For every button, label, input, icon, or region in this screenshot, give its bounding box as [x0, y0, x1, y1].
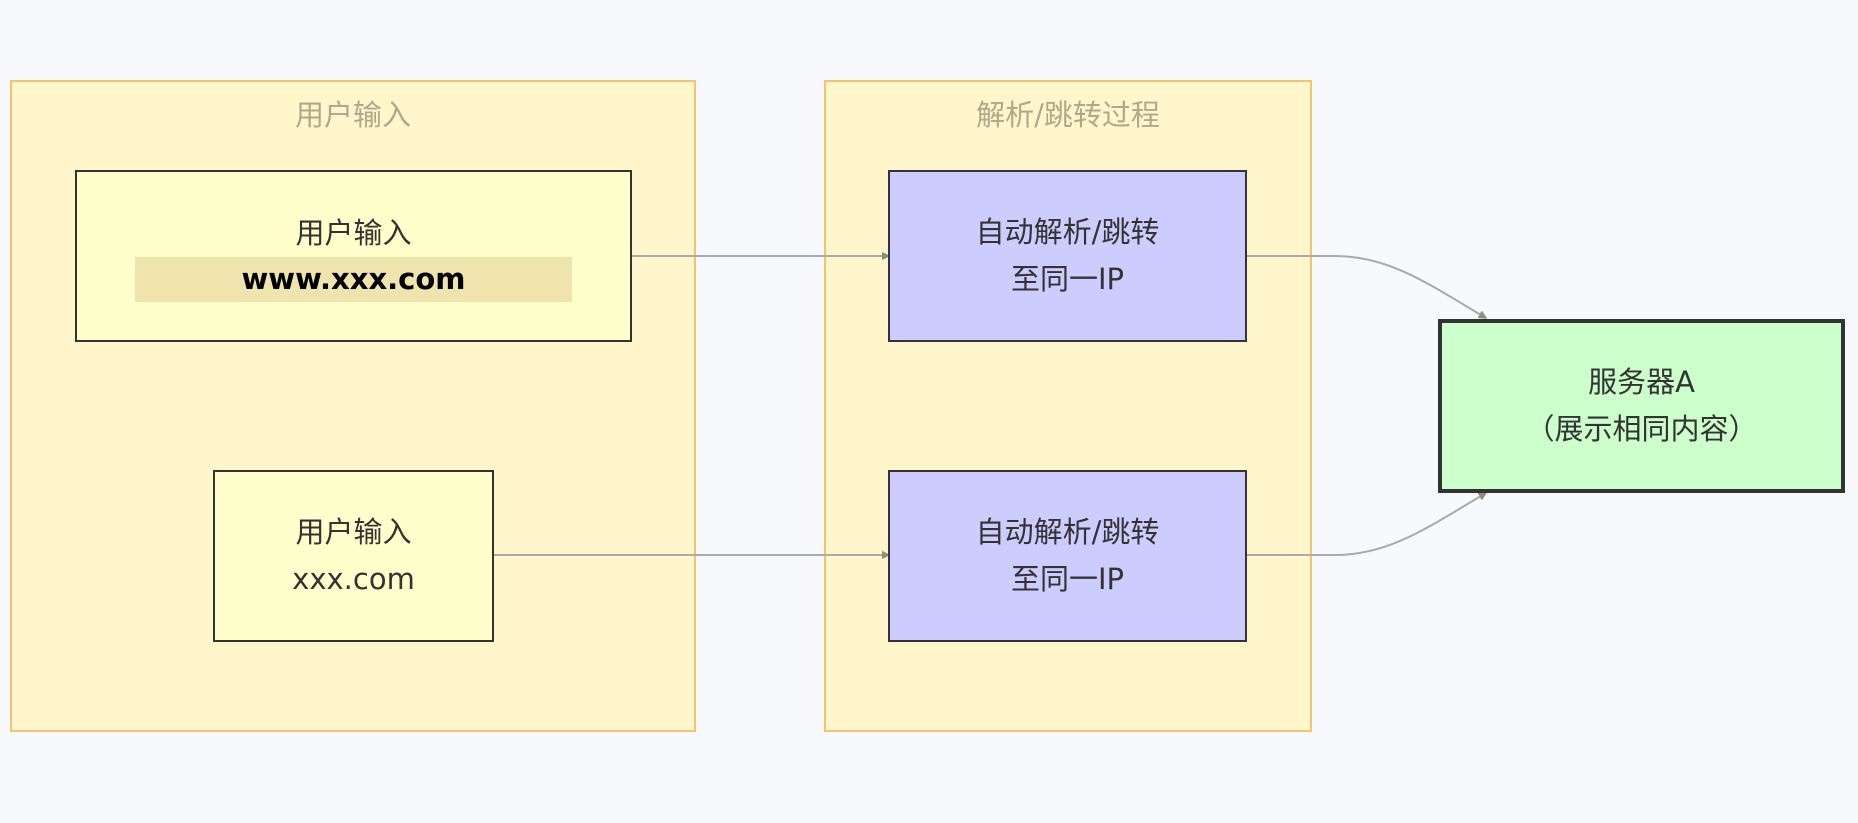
node-label: 服务器A	[1588, 365, 1695, 399]
node-url-highlight: www.xxx.com	[135, 257, 572, 302]
node-label: 至同一IP	[1010, 262, 1125, 296]
node-input-www: 用户输入 www.xxx.com	[75, 170, 632, 342]
node-label: 自动解析/跳转	[975, 515, 1160, 549]
node-input-bare: 用户输入 xxx.com	[213, 470, 494, 642]
cluster-title: 用户输入	[294, 98, 411, 132]
cluster-title: 解析/跳转过程	[976, 98, 1160, 132]
node-label: 用户输入	[295, 515, 412, 549]
node-resolve-2: 自动解析/跳转 至同一IP	[888, 470, 1247, 642]
node-label: 自动解析/跳转	[975, 215, 1160, 249]
edge-resolve-1-to-server	[1247, 255, 1486, 319]
node-label: 至同一IP	[1010, 562, 1125, 596]
node-label: 用户输入	[295, 216, 412, 250]
node-resolve-1: 自动解析/跳转 至同一IP	[888, 170, 1247, 342]
edge-resolve-2-to-server	[1247, 492, 1486, 556]
node-label: （展示相同内容）	[1525, 412, 1758, 446]
node-url: xxx.com	[292, 562, 415, 596]
node-server-a: 服务器A （展示相同内容）	[1438, 319, 1845, 493]
